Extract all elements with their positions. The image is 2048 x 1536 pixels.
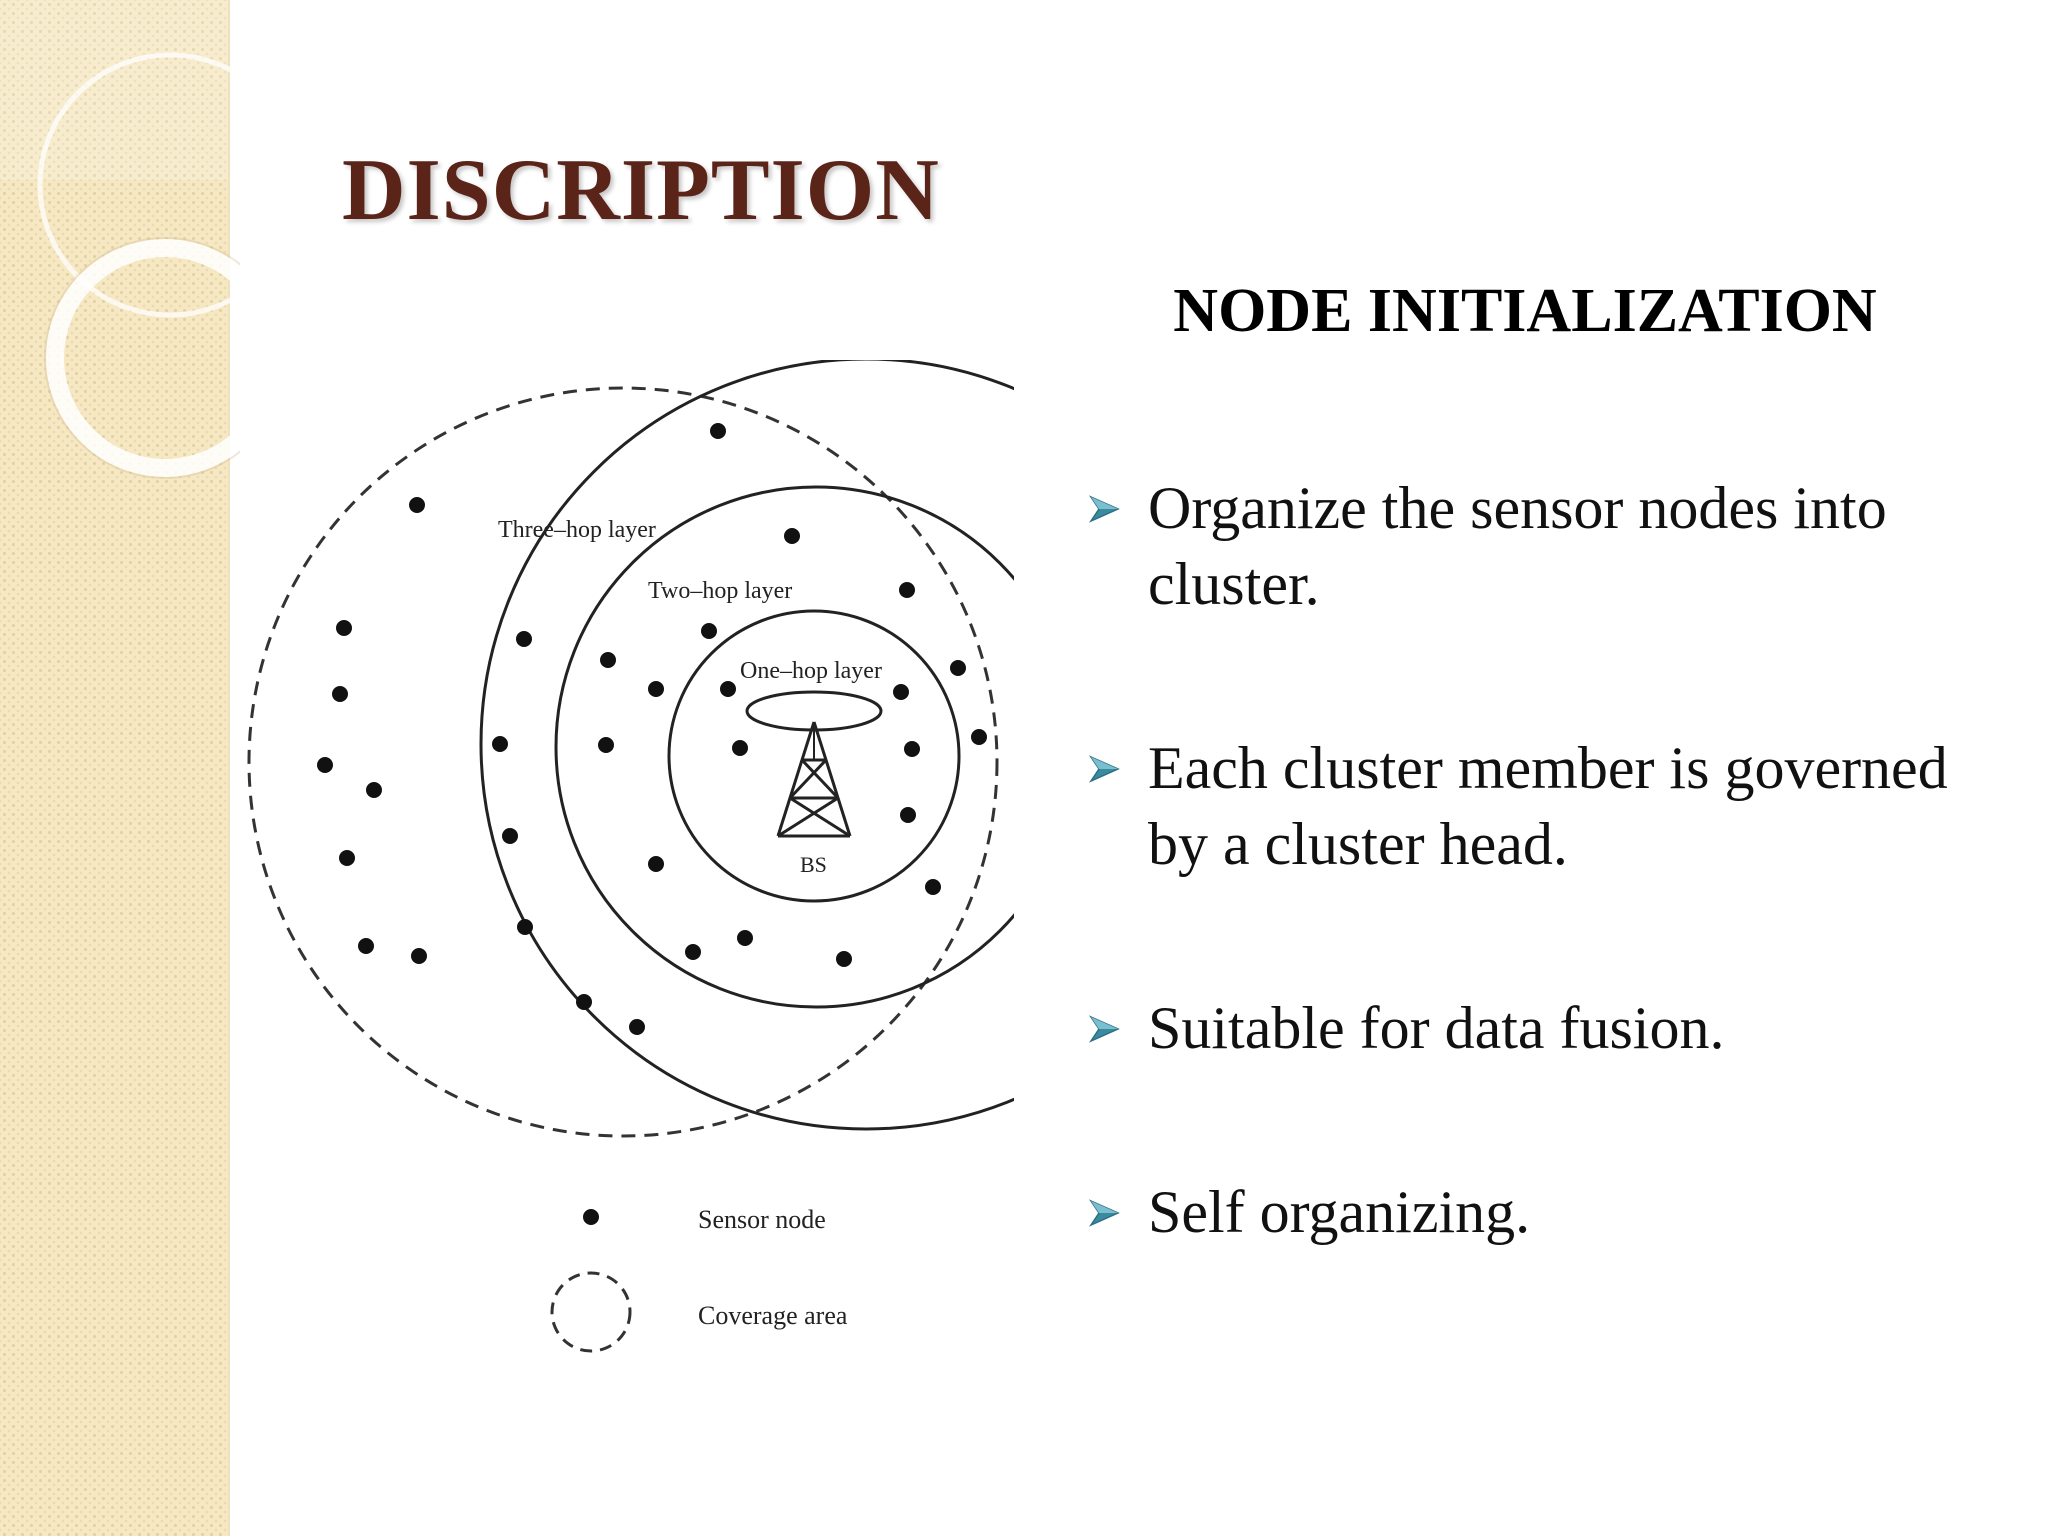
legend-sensor-node-label: Sensor node xyxy=(698,1205,826,1234)
sensor-node xyxy=(600,652,616,668)
sensor-node xyxy=(648,681,664,697)
legend-coverage-area-marker xyxy=(550,1271,632,1353)
three-hop-layer-circle xyxy=(479,360,1014,1131)
sensor-node xyxy=(517,919,533,935)
sensor-node xyxy=(836,951,852,967)
sensor-node xyxy=(971,729,987,745)
sensor-node xyxy=(685,944,701,960)
bullet-text: Organize the sensor nodes into cluster. xyxy=(1148,475,1887,617)
three-hop-layer-label: Three–hop layer xyxy=(498,517,656,543)
antenna-tower-icon xyxy=(745,690,883,838)
sensor-node xyxy=(411,948,427,964)
chevron-right-icon xyxy=(1088,755,1120,783)
network-layer-diagram: Three–hop layer Two–hop layer One–hop la… xyxy=(247,360,1014,1353)
sensor-node xyxy=(899,582,915,598)
sensor-node xyxy=(576,994,592,1010)
bullet-text: Suitable for data fusion. xyxy=(1148,995,1725,1061)
one-hop-layer-label: One–hop layer xyxy=(740,658,882,684)
base-station-label: BS xyxy=(800,852,827,877)
chevron-right-icon xyxy=(1088,495,1120,523)
chevron-right-icon xyxy=(1088,1199,1120,1227)
sensor-node xyxy=(358,938,374,954)
sensor-node xyxy=(737,930,753,946)
two-hop-layer-label: Two–hop layer xyxy=(648,578,792,604)
sensor-node xyxy=(732,740,748,756)
sensor-node xyxy=(598,737,614,753)
sensor-node xyxy=(720,681,736,697)
sensor-node xyxy=(492,736,508,752)
sensor-node xyxy=(893,684,909,700)
coverage-area-circle xyxy=(247,386,999,1138)
sensor-node xyxy=(336,620,352,636)
sensor-node xyxy=(317,757,333,773)
bullet-text: Self organizing. xyxy=(1148,1179,1531,1245)
bullet-text: Each cluster member is governed by a clu… xyxy=(1148,735,1948,877)
sensor-node xyxy=(409,497,425,513)
sensor-node xyxy=(502,828,518,844)
sensor-node xyxy=(701,623,717,639)
sensor-node xyxy=(710,423,726,439)
slide-title: DISCRIPTION xyxy=(342,142,940,239)
sensor-node xyxy=(950,660,966,676)
sensor-node xyxy=(339,850,355,866)
legend-coverage-area-label: Coverage area xyxy=(698,1301,848,1330)
one-hop-layer-circle xyxy=(667,609,961,903)
two-hop-layer-circle xyxy=(554,485,1014,1009)
section-subheading: NODE INITIALIZATION xyxy=(1173,277,1877,345)
sensor-node xyxy=(648,856,664,872)
sensor-node xyxy=(516,631,532,647)
sensor-node xyxy=(784,528,800,544)
chevron-right-icon xyxy=(1088,1015,1120,1043)
sensor-node xyxy=(332,686,348,702)
sensor-node xyxy=(904,741,920,757)
legend-sensor-node-marker xyxy=(583,1209,599,1225)
sensor-node xyxy=(900,807,916,823)
sensor-node xyxy=(629,1019,645,1035)
sensor-node xyxy=(366,782,382,798)
decorative-rings xyxy=(0,0,240,479)
sensor-node xyxy=(925,879,941,895)
